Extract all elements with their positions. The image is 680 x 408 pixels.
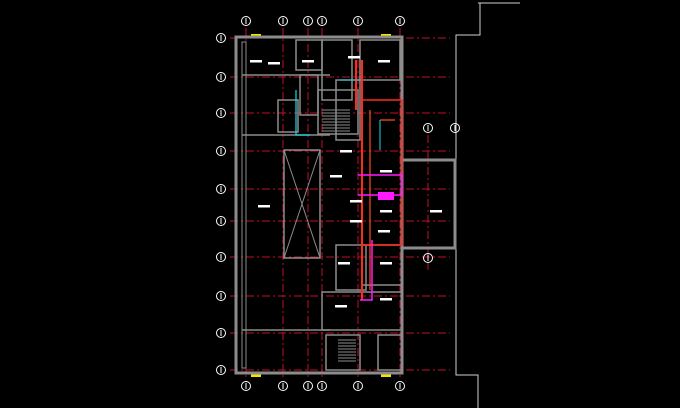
grid-bubble [241,16,251,26]
grid-bubble [241,381,251,391]
grid-bubble [216,365,226,375]
room-label [378,230,390,233]
grid-bubble [216,328,226,338]
grid-bubble [216,216,226,226]
grid-bubble [216,146,226,156]
wall [295,39,323,71]
room-label [302,60,314,63]
pipe-red [355,60,363,300]
grid-bubble [216,108,226,118]
wall [299,74,319,116]
wall [325,334,361,371]
grid-bubble [317,381,327,391]
room-label [380,170,392,173]
pipe-red [369,110,395,290]
room-label [380,262,392,265]
room-label [250,60,262,63]
grid-bubble [216,184,226,194]
wall [241,41,247,369]
grid-bubble [278,381,288,391]
wall [359,39,401,81]
room-label [348,56,360,59]
grid-bubble [216,252,226,262]
pipe-cyan [340,79,381,150]
room-label [258,205,270,208]
room-label [350,220,362,223]
marker [251,373,261,377]
grid-bubble [395,381,405,391]
grid-lines [230,28,450,380]
room-label [350,200,362,203]
marker [381,373,391,377]
pipe-magenta [360,240,373,301]
grid-bubble [353,381,363,391]
site-boundary [455,2,520,408]
room-label [330,175,342,178]
room-label [378,60,390,63]
room-label [340,150,352,153]
room-label [430,210,442,213]
shaft [283,149,321,259]
room-label [268,62,280,65]
pipe-cyan [295,90,310,136]
grid-bubble [353,16,363,26]
grid-bubble [423,123,433,133]
wall [361,244,403,286]
grid-bubble [216,33,226,43]
wall [277,99,299,133]
grid-bubble [395,16,405,26]
wall [335,244,367,291]
room-label [380,210,392,213]
room-label [335,305,347,308]
grid-bubble [303,16,313,26]
pipe-red [362,99,403,246]
grid-bubble [303,381,313,391]
shaft-cross [283,149,321,259]
wall [321,39,353,101]
mep-pipes [295,60,403,301]
grid-bubble [450,123,460,133]
wall [377,334,403,371]
room-label [338,262,350,265]
grid-bubble [317,16,327,26]
equipment-magenta [378,192,394,200]
grid-bubble [423,253,433,263]
room-label [380,298,392,301]
grid-bubble [216,291,226,301]
grid-bubble [278,16,288,26]
grid-bubble [216,72,226,82]
room-labels [250,56,442,308]
